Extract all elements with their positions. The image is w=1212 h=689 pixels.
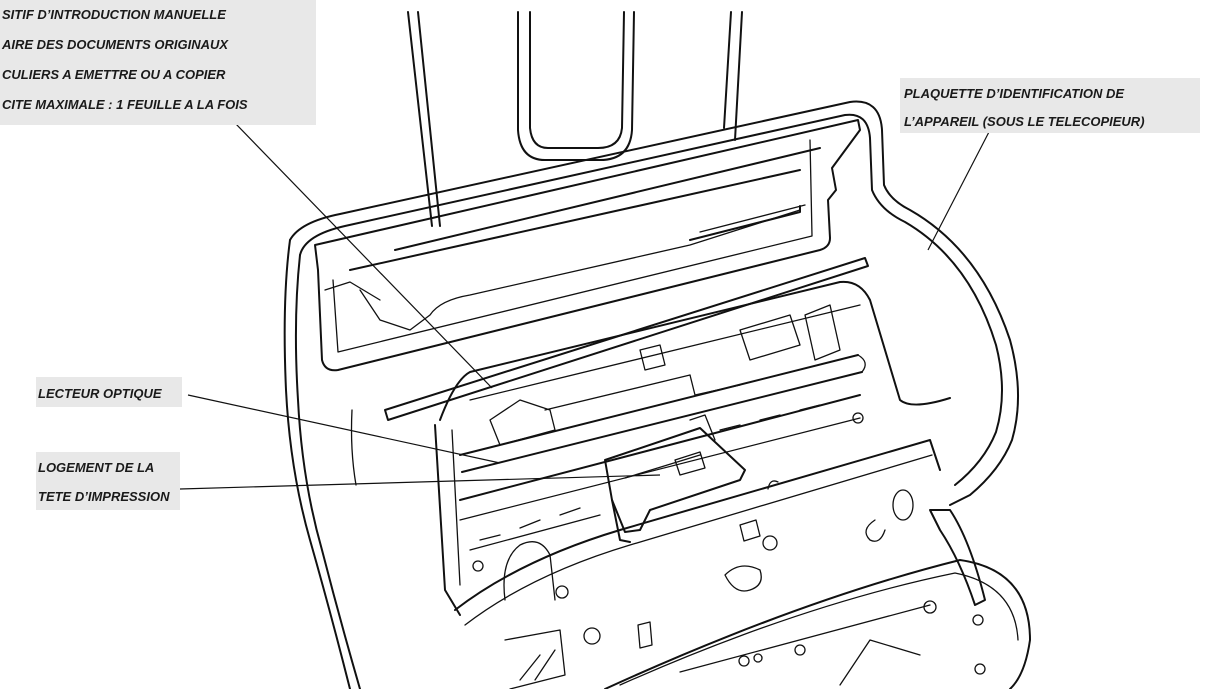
document-slot [314,119,861,372]
leader-id-plate [927,129,991,251]
feed-guide-bar [384,257,869,421]
fax-machine-illustration [283,11,1031,689]
leader-lines [179,122,991,490]
leader-manual-feed [234,122,493,389]
callout-manual-feed: SITIF D’INTRODUCTION MANUELLE AIRE DES D… [0,0,316,125]
callout-line: PLAQUETTE D’IDENTIFICATION DE [904,86,1124,101]
callout-line: LOGEMENT DE LA [38,460,154,475]
callout-id-plate: PLAQUETTE D’IDENTIFICATION DE L’APPAREIL… [900,78,1200,133]
front-panel [454,439,941,689]
callout-background [36,377,182,407]
callout-background [36,452,180,510]
device-body [283,100,1020,689]
callout-line: CITE MAXIMALE : 1 FEUILLE A LA FOIS [2,97,248,112]
callout-background [900,78,1200,133]
callout-line: TETE D’IMPRESSION [38,489,170,504]
leader-optical-reader [187,394,501,464]
scanner-compartment [434,280,951,616]
leader-print-head [179,474,661,490]
callout-line: AIRE DES DOCUMENTS ORIGINAUX [1,37,229,52]
callout-print-head: LOGEMENT DE LA TETE D’IMPRESSION [36,452,180,510]
callout-line: LECTEUR OPTIQUE [38,386,162,401]
callout-line: SITIF D’INTRODUCTION MANUELLE [2,7,226,22]
callout-line: L’APPAREIL (SOUS LE TELECOPIEUR) [904,114,1145,129]
callout-background [0,0,316,125]
front-cover [604,509,1031,689]
callout-line: CULIERS A EMETTRE OU A COPIER [2,67,226,82]
print-head-housing [604,414,746,543]
callout-optical-reader: LECTEUR OPTIQUE [36,377,182,407]
paper-support [407,11,743,227]
